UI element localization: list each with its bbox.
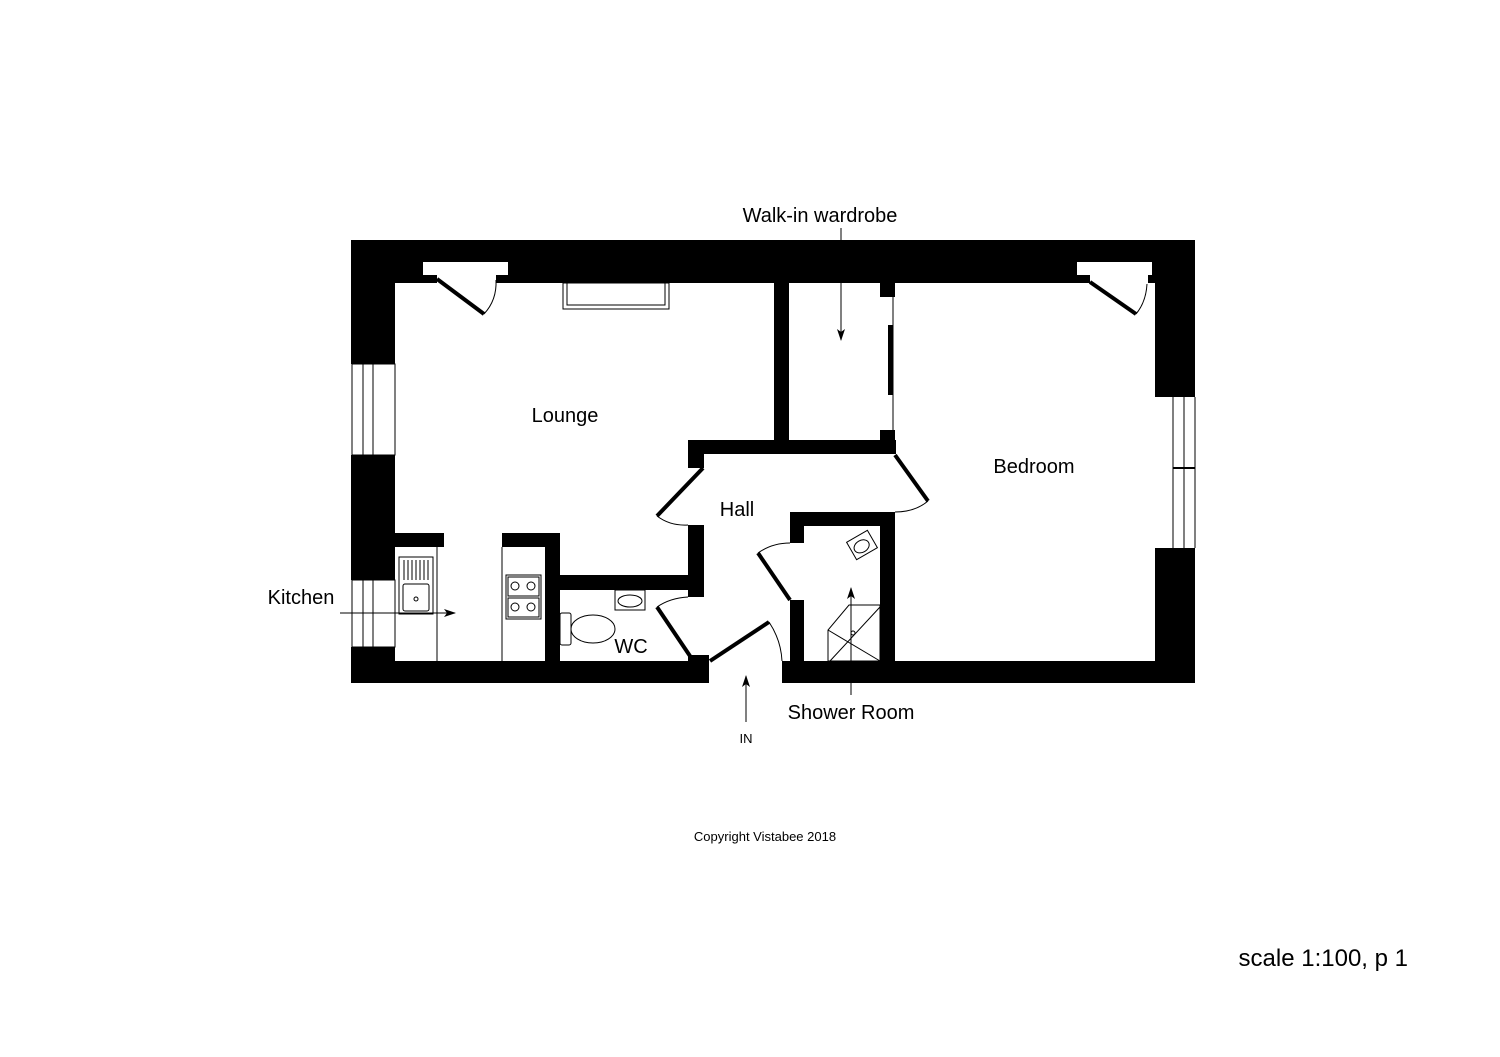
toilet-icon xyxy=(559,612,616,646)
scale-label: scale 1:100, p 1 xyxy=(1239,945,1408,972)
entrance-door xyxy=(708,620,783,663)
fireplace xyxy=(562,282,670,310)
room-label-kitchen: Kitchen xyxy=(268,587,335,609)
room-label-walk-in-wardrobe: Walk-in wardrobe xyxy=(743,205,898,227)
bedroom-window xyxy=(1155,397,1196,548)
kitchen-counters xyxy=(436,547,503,661)
lounge-balcony-door xyxy=(423,262,508,316)
entrance-label: IN xyxy=(740,731,753,746)
shower-basin-icon xyxy=(845,529,879,561)
copyright-text: Copyright Vistabee 2018 xyxy=(694,829,836,844)
shower-room-door xyxy=(756,542,792,602)
bedroom-door xyxy=(893,453,930,513)
room-label-lounge: Lounge xyxy=(532,405,599,427)
bedroom-balcony-door xyxy=(1077,262,1152,316)
room-label-hall: Hall xyxy=(720,499,754,521)
room-label-bedroom: Bedroom xyxy=(993,456,1074,478)
lounge-door xyxy=(655,466,705,526)
shower-tray-icon xyxy=(827,604,881,662)
wc-door xyxy=(655,596,692,658)
hob-icon xyxy=(505,574,542,620)
room-label-shower-room: Shower Room xyxy=(788,702,915,724)
lounge-window xyxy=(351,363,396,456)
exterior-walls xyxy=(351,240,1195,683)
room-label-wc: WC xyxy=(614,636,647,658)
interior-walls xyxy=(395,283,896,663)
kitchen-sink-icon xyxy=(398,556,434,615)
wc-basin-icon xyxy=(614,589,646,611)
